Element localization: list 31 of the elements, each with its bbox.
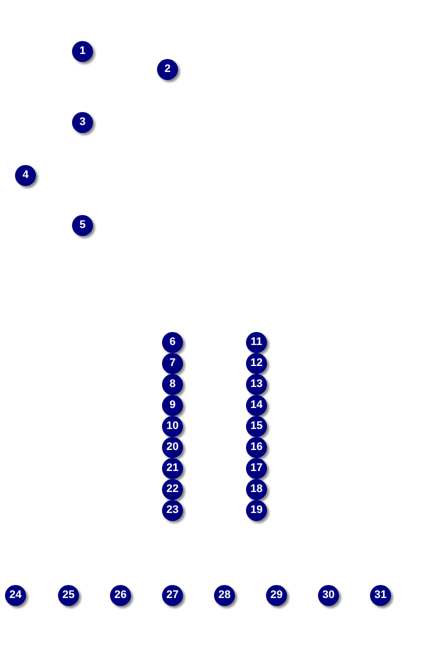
callout-number: 4 [15,165,36,186]
callout-number: 10 [162,416,183,437]
callout-number: 26 [110,585,131,606]
callout-number: 31 [370,585,391,606]
callout-number: 22 [162,479,183,500]
callout-number: 5 [72,215,93,236]
callout-number: 14 [246,395,267,416]
callout-number: 28 [214,585,235,606]
callout-number: 20 [162,437,183,458]
callout-number: 23 [162,500,183,521]
callout-number: 11 [246,332,267,353]
callout-number: 29 [266,585,287,606]
callout-number: 6 [162,332,183,353]
callout-number: 1 [72,41,93,62]
callout-number: 12 [246,353,267,374]
callout-number: 27 [162,585,183,606]
callout-number: 9 [162,395,183,416]
callout-number: 2 [157,59,178,80]
callout-number: 25 [58,585,79,606]
callout-number: 13 [246,374,267,395]
callout-number: 17 [246,458,267,479]
callout-number: 7 [162,353,183,374]
callout-number: 8 [162,374,183,395]
callout-number: 21 [162,458,183,479]
callout-number: 18 [246,479,267,500]
callout-number: 3 [72,112,93,133]
callout-number: 24 [5,585,26,606]
callout-number: 19 [246,500,267,521]
callout-number: 15 [246,416,267,437]
callout-number: 16 [246,437,267,458]
callout-number: 30 [318,585,339,606]
